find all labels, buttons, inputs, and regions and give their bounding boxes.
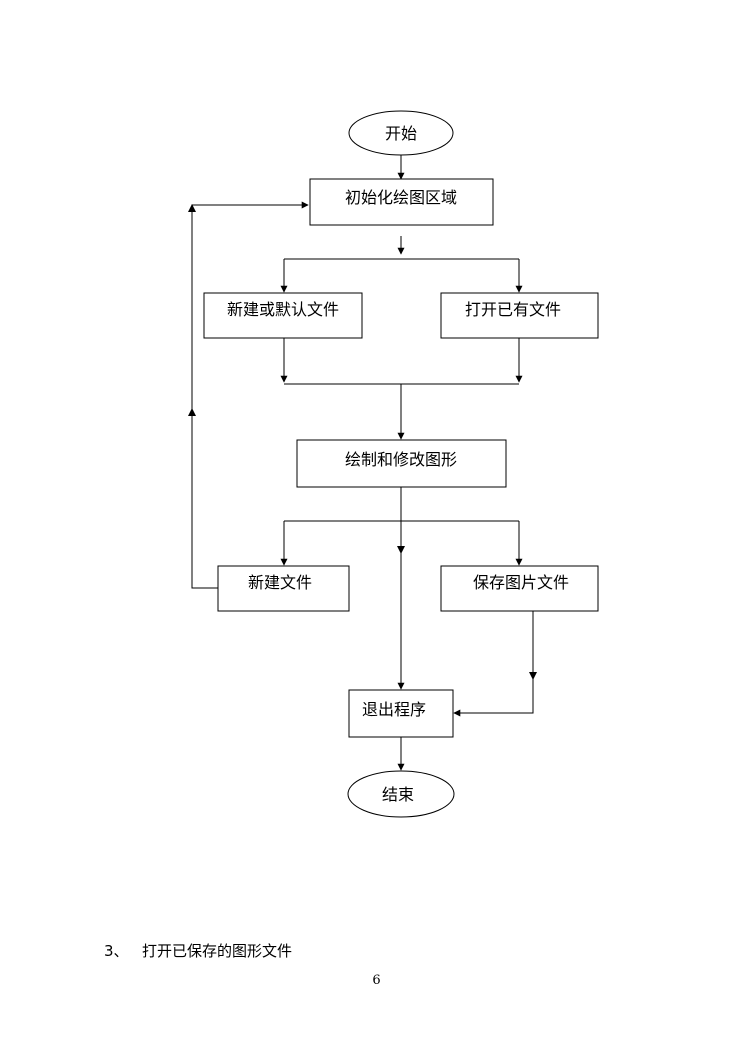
- node-draw-modify: 绘制和修改图形: [296, 439, 507, 488]
- node-new-default-label: 新建或默认文件: [227, 300, 339, 319]
- edge-draw-to-exit-mid-arrow: [397, 546, 405, 554]
- section-heading: 3、打开已保存的图形文件: [104, 940, 292, 961]
- node-new-default: 新建或默认文件: [203, 292, 363, 339]
- node-start-label: 开始: [385, 124, 417, 143]
- node-new-file: 新建文件: [217, 565, 350, 612]
- connectors: [188, 155, 537, 771]
- page-number: 6: [372, 973, 381, 988]
- node-init: 初始化绘图区域: [309, 178, 494, 226]
- section-title: 打开已保存的图形文件: [142, 942, 293, 960]
- node-end: 结束: [347, 770, 455, 818]
- section-number: 3、: [104, 942, 129, 960]
- node-save-image-label: 保存图片文件: [473, 573, 569, 592]
- edge-new-file-loop-top-arrow: [188, 204, 196, 212]
- node-exit: 退出程序: [348, 689, 454, 738]
- node-exit-label: 退出程序: [362, 700, 426, 719]
- edge-new-file-loop-mid-arrow: [188, 408, 196, 416]
- node-save-image: 保存图片文件: [440, 565, 599, 612]
- edge-save-image-to-exit: [453, 611, 534, 717]
- node-open-existing-label: 打开已有文件: [465, 300, 561, 319]
- node-end-label: 结束: [382, 785, 414, 804]
- node-start: 开始: [348, 110, 454, 156]
- node-draw-modify-label: 绘制和修改图形: [345, 450, 457, 469]
- node-new-file-label: 新建文件: [248, 573, 312, 592]
- edge-save-image-mid-arrow: [529, 672, 537, 680]
- node-open-existing: 打开已有文件: [440, 292, 599, 339]
- edge-new-file-loop: [191, 201, 309, 589]
- node-init-label: 初始化绘图区域: [345, 188, 457, 207]
